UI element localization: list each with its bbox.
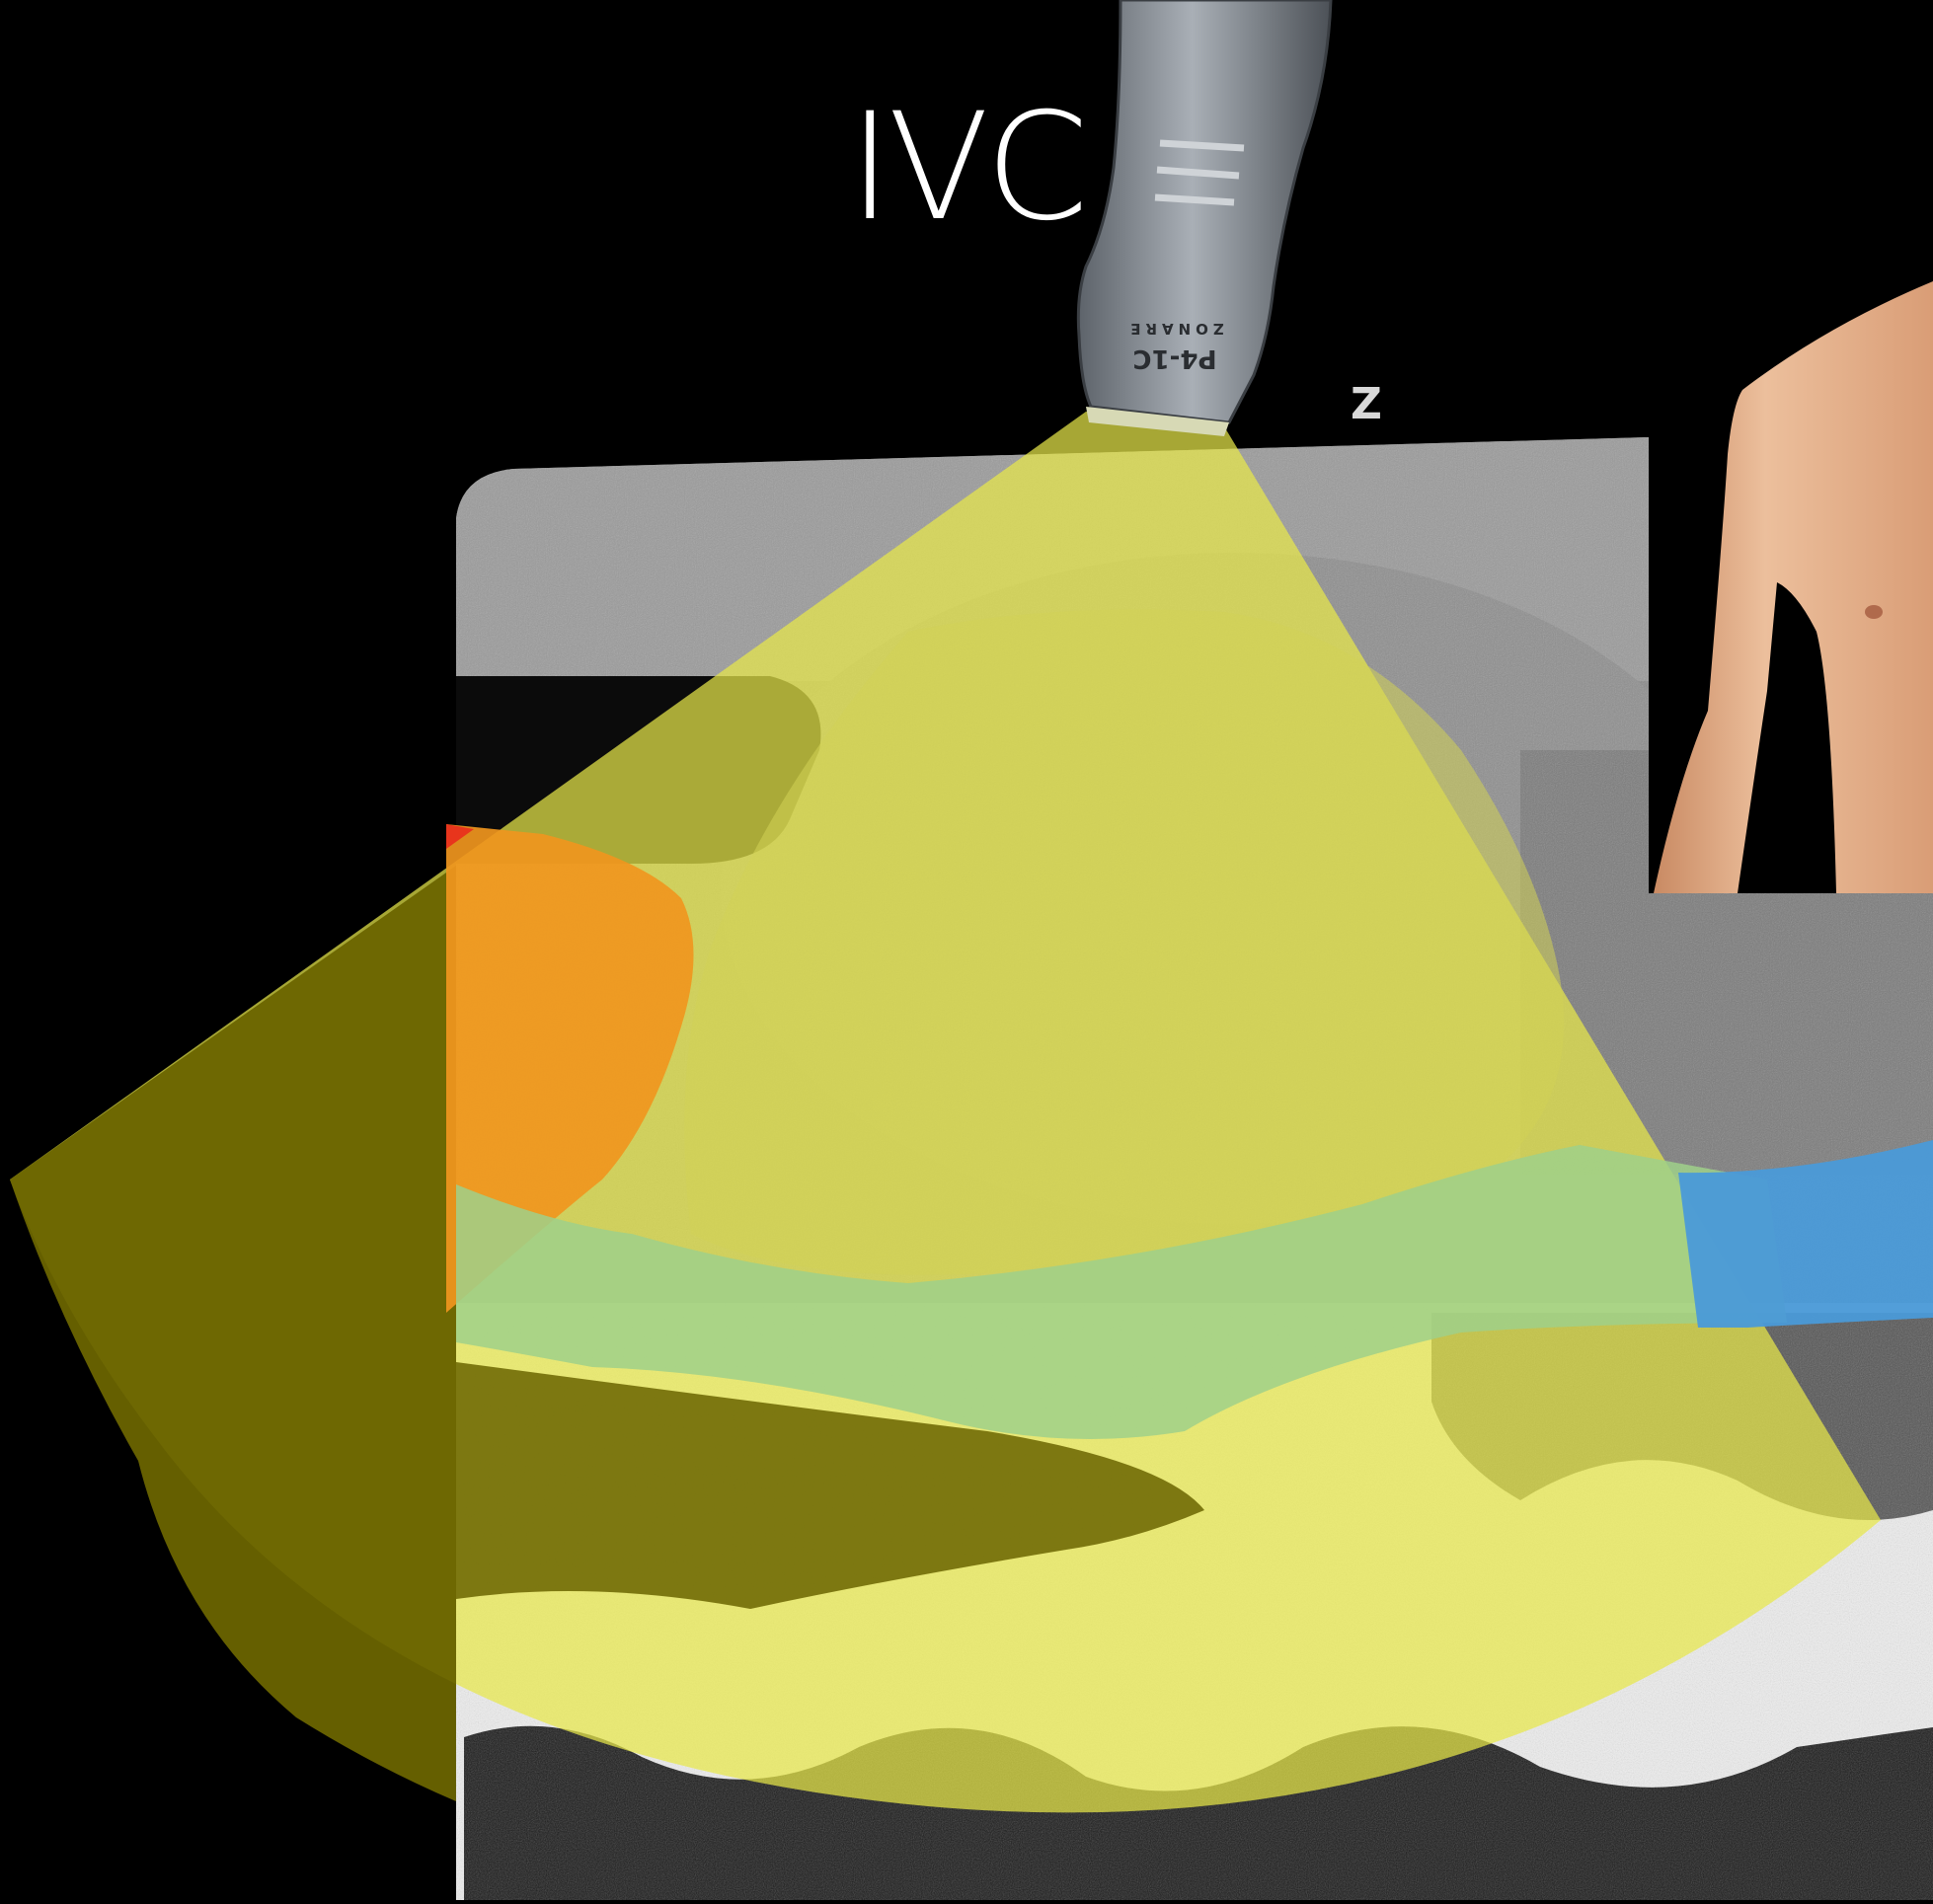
orientation-marker: Z [1351,379,1382,429]
probe-brand-label: ZONARE [1125,320,1224,338]
sector-shadow-region [10,866,456,1801]
torso-thumbnail [1649,257,1933,893]
ultrasound-probe: P4-1C ZONARE [1078,0,1331,436]
probe-model-label: P4-1C [1132,343,1216,373]
nipple-mark [1865,605,1883,619]
